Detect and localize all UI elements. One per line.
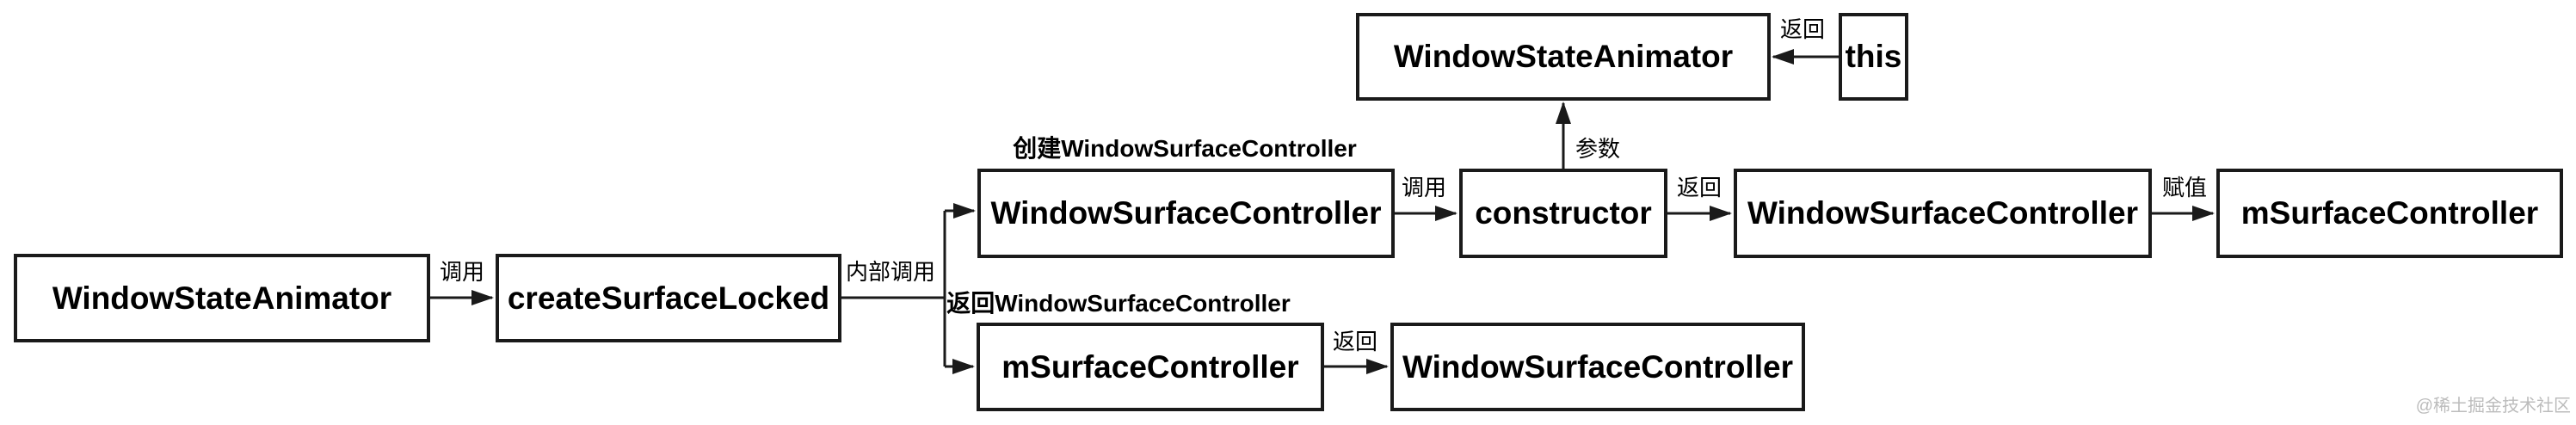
node-createsurfacelocked: createSurfaceLocked xyxy=(496,254,841,342)
node-windowstateanimator-top: WindowStateAnimator xyxy=(1356,13,1771,101)
node-windowsurfacecontroller-returned: WindowSurfaceController xyxy=(1734,169,2152,258)
watermark-juejin: @稀土掘金技术社区 xyxy=(2415,397,2571,416)
edge-label-params: 参数 xyxy=(1575,136,1621,162)
node-windowsurfacecontroller-created: WindowSurfaceController xyxy=(977,169,1395,258)
edge-label-assign: 赋值 xyxy=(2161,175,2208,200)
node-constructor: constructor xyxy=(1459,169,1667,258)
node-msurfacecontroller-inner: mSurfaceController xyxy=(977,323,1324,411)
title-create-windowsurfacecontroller: 创建WindowSurfaceController xyxy=(1013,135,1357,162)
edge-label-return-inner: 返回 xyxy=(1332,329,1378,354)
node-windowstateanimator-left: WindowStateAnimator xyxy=(14,254,430,342)
edge-label-return-this: 返回 xyxy=(1779,16,1826,42)
node-msurfacecontroller-assigned: mSurfaceController xyxy=(2216,169,2563,258)
edge-label-internal-call: 内部调用 xyxy=(845,259,936,285)
node-windowsurfacecontroller-bottom: WindowSurfaceController xyxy=(1390,323,1805,411)
edge-label-call-2: 调用 xyxy=(1401,175,1447,200)
title-return-windowsurfacecontroller: 返回WindowSurfaceController xyxy=(946,290,1291,317)
edge-label-return-constructor: 返回 xyxy=(1676,175,1722,200)
node-this: this xyxy=(1839,13,1908,101)
edge-label-call-1: 调用 xyxy=(439,259,485,285)
